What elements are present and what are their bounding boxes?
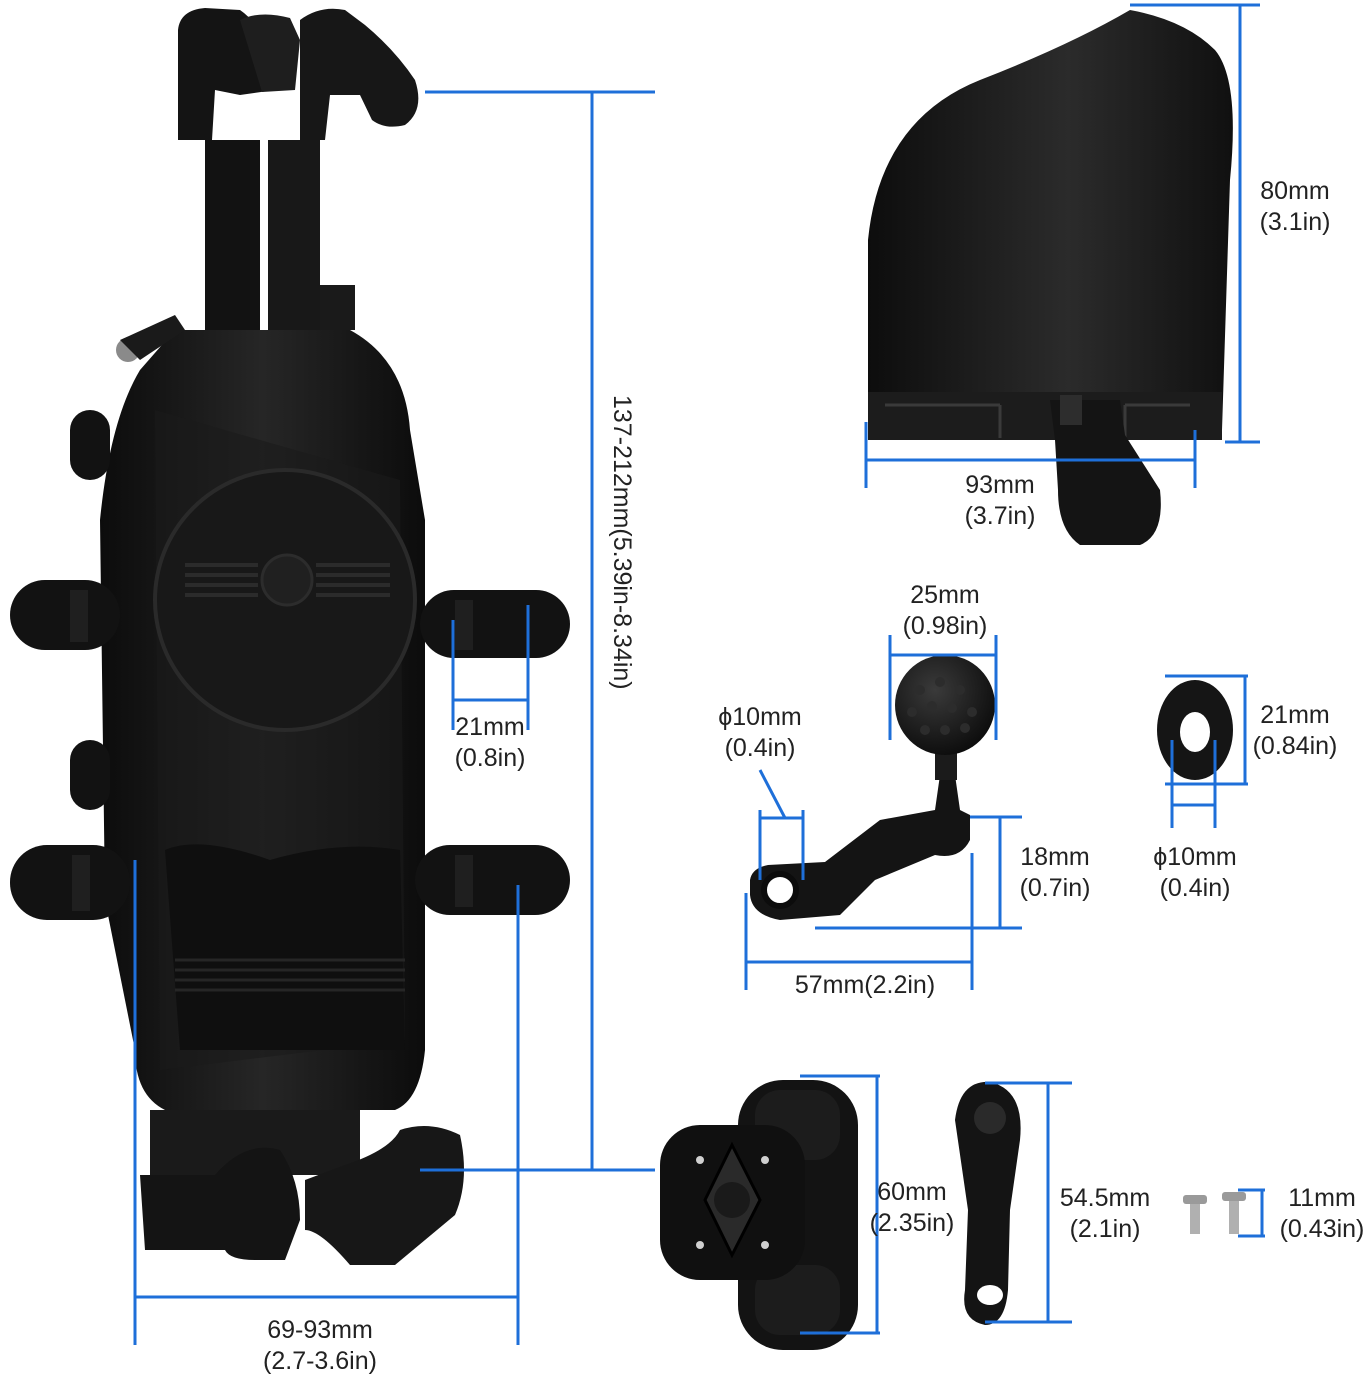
screw-2-shank	[1229, 1201, 1239, 1234]
extension-arm-height-mm: 54.5mm	[1059, 1184, 1151, 1212]
rain-cover	[868, 10, 1233, 545]
holder-height-label: 137-212mm(5.39in-8.34in)	[608, 395, 636, 690]
rain-cover-height-label: 80mm (3.1in)	[1245, 176, 1345, 238]
holder-top-rail-right	[268, 140, 320, 330]
rain-cover-width-mm: 93mm	[965, 471, 1035, 499]
mirror-bracket-height-mm: 18mm	[1020, 843, 1090, 871]
knob-lower-right	[415, 845, 570, 915]
knob-upper-left	[10, 580, 120, 650]
extension-arm-top-hole	[974, 1102, 1006, 1134]
mirror-bracket-length-mm: 57mm(2.2in)	[794, 971, 936, 999]
washer	[1157, 680, 1233, 780]
rain-cover-rails	[885, 403, 1190, 438]
mirror-bracket-height-in: (0.7in)	[1019, 874, 1091, 902]
screw-2-head	[1222, 1192, 1246, 1201]
socket-arm-height-in: (2.35in)	[869, 1209, 955, 1237]
holder-width-label: 69-93mm (2.7-3.6in)	[220, 1315, 420, 1377]
washer-outer-mm: 21mm	[1260, 701, 1330, 729]
rain-cover-clip	[1050, 400, 1161, 545]
holder-top-claw-grip	[240, 14, 300, 93]
mirror-bracket-length-label: 57mm(2.2in)	[775, 970, 955, 1001]
rain-cover-height-in: (3.1in)	[1259, 208, 1331, 236]
washer-inner-in: (0.4in)	[1159, 874, 1231, 902]
holder-width-mm: 69-93mm	[267, 1316, 373, 1344]
screw-1-head	[1183, 1195, 1207, 1204]
ball-dimples	[907, 677, 977, 735]
holder-top-claw-right	[300, 8, 419, 140]
mirror-bracket-hole	[761, 871, 799, 909]
mirror-hole-label: ϕ10mm (0.4in)	[705, 702, 815, 764]
extension-arm-height-label: 54.5mm (2.1in)	[1050, 1183, 1160, 1245]
holder-side-button	[320, 285, 355, 330]
knob-lower-left	[10, 845, 130, 920]
washer-inner-label: ϕ10mm (0.4in)	[1140, 842, 1250, 904]
washer-outer-in: (0.84in)	[1252, 732, 1338, 760]
socket-arm-height-mm: 60mm	[877, 1178, 947, 1206]
extension-arm-body	[955, 1081, 1021, 1325]
mirror-bracket-height-label: 18mm (0.7in)	[1005, 842, 1105, 904]
ball-diameter-in: (0.98in)	[902, 612, 988, 640]
clamp-arm-label: 21mm (0.8in)	[430, 712, 550, 774]
dimension-lines	[133, 3, 1265, 1345]
clamp-arm-mm: 21mm	[455, 713, 525, 741]
clamp-arm-in: (0.8in)	[454, 744, 526, 772]
rain-cover-shell	[868, 10, 1233, 440]
extension-arm-height-in: (2.1in)	[1069, 1215, 1141, 1243]
screw-length-mm: 11mm	[1288, 1184, 1356, 1212]
mirror-bracket-arm	[750, 775, 970, 920]
holder-bottom-claw-left	[140, 1147, 300, 1260]
double-socket-arm	[660, 1080, 858, 1350]
knob-upper-right	[420, 590, 570, 658]
socket-arm-height-label: 60mm (2.35in)	[862, 1177, 962, 1239]
rain-cover-width-in: (3.7in)	[964, 502, 1036, 530]
rain-cover-height-mm: 80mm	[1260, 177, 1330, 205]
mirror-hole-mm: ϕ10mm	[718, 703, 802, 731]
screw-length-in: (0.43in)	[1279, 1215, 1365, 1243]
screw-1-shank	[1190, 1204, 1200, 1234]
ball-diameter-mm: 25mm	[910, 581, 980, 609]
rain-cover-width-label: 93mm (3.7in)	[945, 470, 1055, 532]
mirror-hole-in: (0.4in)	[724, 734, 796, 762]
holder-bottom-claw-right	[305, 1126, 464, 1265]
screw-length-label: 11mm (0.43in)	[1272, 1183, 1372, 1245]
extension-arm-bottom-hole	[977, 1285, 1003, 1305]
charging-disc-grooves	[185, 563, 390, 597]
mirror-ball-bracket	[750, 655, 995, 920]
washer-outer-label: 21mm (0.84in)	[1240, 700, 1350, 762]
holder-top-rail-left	[205, 140, 260, 330]
mount-ball	[895, 655, 995, 755]
lower-grip-ridges	[175, 958, 405, 992]
charging-disc-center	[260, 553, 314, 607]
holder-width-in: (2.7-3.6in)	[263, 1347, 377, 1375]
extension-arm	[955, 1081, 1021, 1325]
screws	[1183, 1192, 1246, 1234]
washer-inner-mm: ϕ10mm	[1153, 843, 1237, 871]
phone-holder	[10, 8, 570, 1265]
washer-hole	[1180, 712, 1210, 752]
rain-cover-base	[868, 392, 1222, 440]
ball-diameter-label: 25mm (0.98in)	[890, 580, 1000, 642]
holder-lower-grip	[165, 844, 405, 1050]
